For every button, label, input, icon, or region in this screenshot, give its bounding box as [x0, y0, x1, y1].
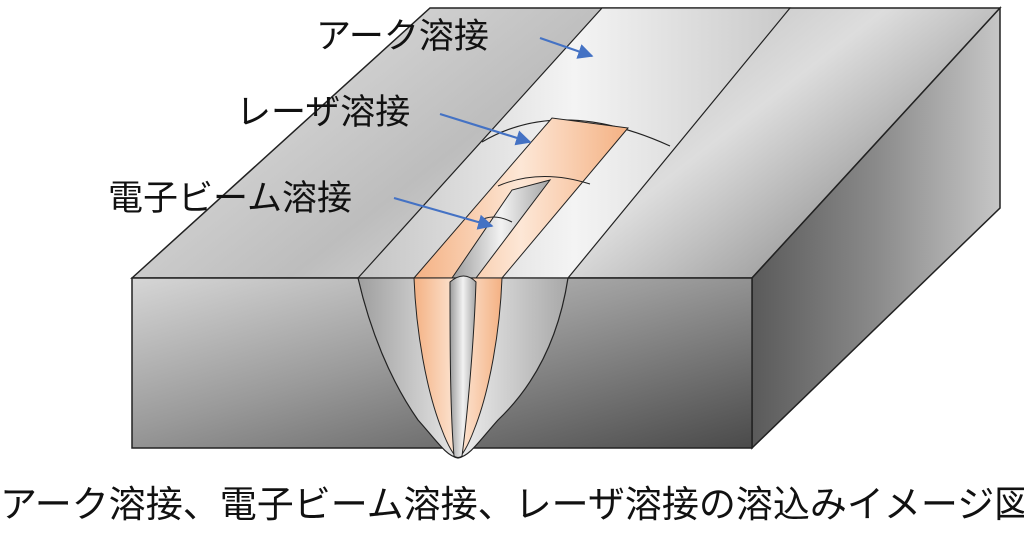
arc-weld-arrow	[539, 36, 594, 59]
laser-bead-edge	[497, 176, 591, 187]
diagram-svg: アーク溶接 レーザ溶接 電子ビーム溶接	[108, 6, 1002, 459]
electron-beam-weld-label: 電子ビーム溶接	[108, 179, 352, 219]
laser-weld-arrow	[439, 112, 532, 146]
electron-beam-weld-section	[449, 275, 477, 458]
laser-weld-label: レーザ溶接	[236, 93, 410, 133]
electron-beam-weld-arrow	[393, 196, 494, 230]
diagram-caption: アーク溶接、電子ビーム溶接、レーザ溶接の溶込みイメージ図	[0, 483, 1024, 526]
arc-weld-label: アーク溶接	[316, 17, 489, 57]
